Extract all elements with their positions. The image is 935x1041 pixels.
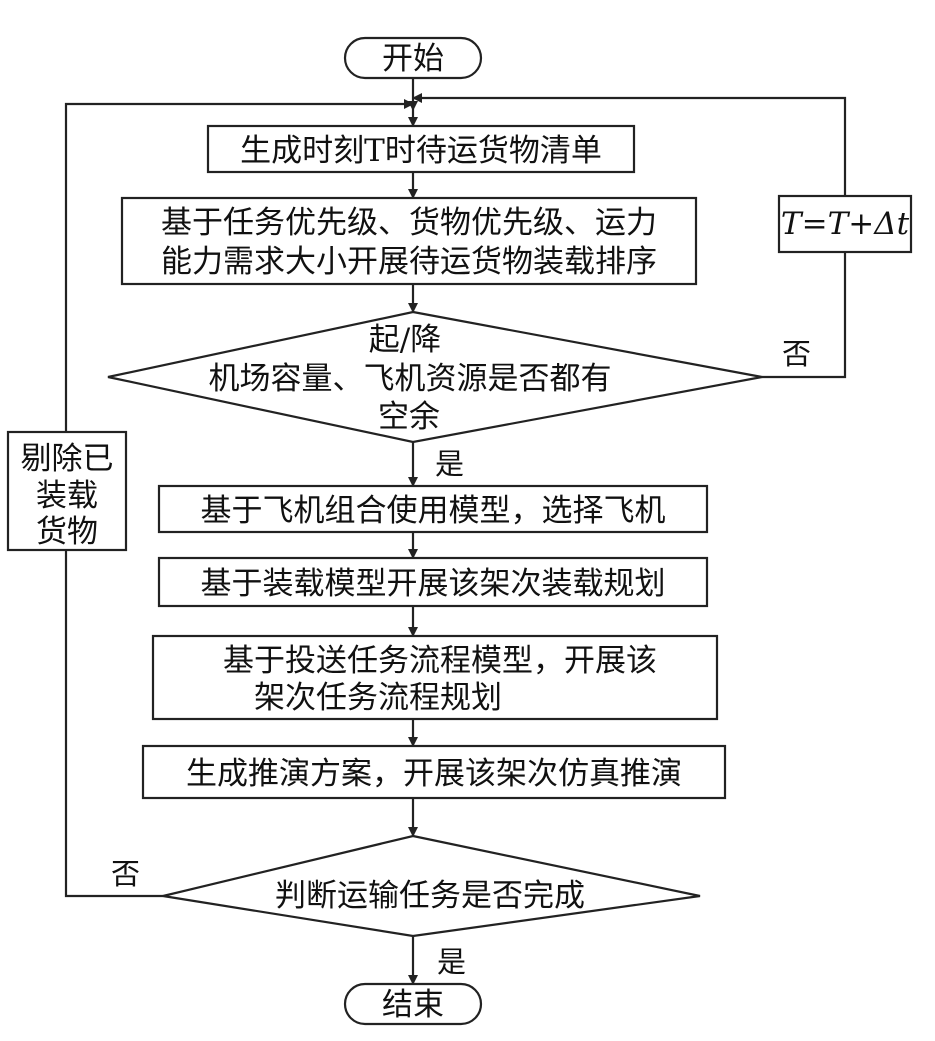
branch-label-no-left: 否 [111, 857, 140, 891]
end-terminal [343, 982, 483, 1026]
start-label: 开始 [382, 41, 444, 77]
decision-complete-diamond [162, 834, 701, 938]
time-update-box [777, 194, 913, 254]
connector-remove-to-merge [64, 99, 414, 432]
loading-plan-label: 基于装载模型开展该架次装载规划 [201, 566, 666, 602]
decision-capacity-diamond [107, 310, 763, 444]
sort-label-line2: 能力需求大小开展待运货物装载排序 [161, 244, 657, 280]
decision-capacity-line1: 起/降 [369, 322, 441, 358]
simulate-box [141, 744, 727, 800]
generate-list-box [206, 124, 636, 174]
time-update-label: T=T+Δt [781, 206, 910, 242]
connector-decision2-no-to-remove [64, 550, 163, 898]
generate-list-label: 生成时刻T时待运货物清单 [240, 133, 602, 169]
decision-capacity-line2: 机场容量、飞机资源是否都有 [209, 361, 612, 397]
remove-cargo-box [6, 430, 128, 552]
connector-decision1-no-to-time [762, 252, 847, 379]
branch-label-yes-mid: 是 [435, 447, 464, 481]
mission-plan-line2: 架次任务流程规划 [254, 680, 502, 716]
decision-complete-label: 判断运输任务是否完成 [275, 878, 585, 914]
connector-time-to-merge [412, 93, 847, 196]
start-terminal [343, 36, 483, 80]
branch-label-no-right: 否 [782, 337, 811, 371]
select-plane-label: 基于飞机组合使用模型，选择飞机 [201, 493, 666, 529]
decision-capacity-line3: 空余 [378, 399, 440, 435]
select-plane-box [157, 484, 709, 534]
remove-cargo-line2: 装载 [36, 478, 98, 514]
sort-box [120, 196, 698, 286]
mission-plan-line1: 基于投送任务流程模型，开展该 [223, 643, 657, 679]
mission-plan-box [151, 634, 719, 721]
remove-cargo-line1: 剔除已 [21, 441, 114, 477]
branch-label-yes-end: 是 [437, 945, 466, 979]
loading-plan-box [157, 556, 709, 608]
end-label: 结束 [382, 987, 444, 1023]
remove-cargo-line3: 货物 [36, 514, 98, 550]
sort-label-line1: 基于任务优先级、货物优先级、运力 [161, 205, 657, 241]
simulate-label: 生成推演方案，开展该架次仿真推演 [186, 756, 682, 792]
